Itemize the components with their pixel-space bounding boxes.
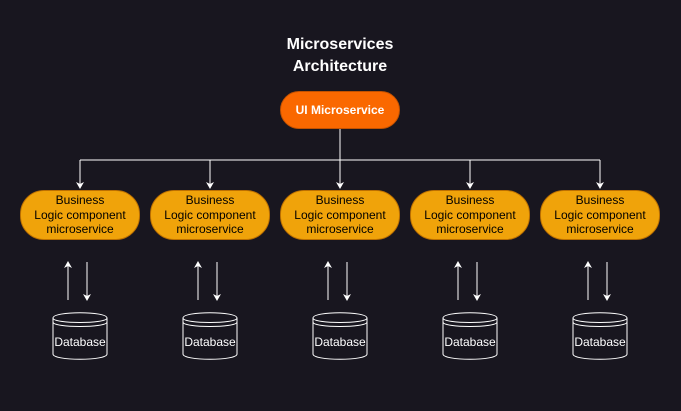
database-cylinder-icon	[182, 312, 238, 360]
database-label: Database	[184, 335, 236, 349]
business-line-2: Logic component	[554, 207, 646, 222]
business-line-3: microservice	[436, 222, 504, 237]
database-label: Database	[444, 335, 496, 349]
ui-microservice-label: UI Microservice	[295, 103, 385, 117]
business-line-1: Business	[575, 193, 625, 208]
database-cylinder-icon	[442, 312, 498, 360]
business-line-3: microservice	[306, 222, 374, 237]
business-line-1: Business	[185, 193, 235, 208]
business-service-5: Business Logic component microservice	[540, 190, 660, 240]
business-line-1: Business	[315, 193, 365, 208]
database-4: Database	[442, 312, 498, 360]
business-service-2: Business Logic component microservice	[150, 190, 270, 240]
database-2: Database	[182, 312, 238, 360]
business-line-3: microservice	[566, 222, 634, 237]
database-label: Database	[54, 335, 106, 349]
database-label: Database	[314, 335, 366, 349]
business-line-3: microservice	[46, 222, 114, 237]
ui-microservice-node: UI Microservice	[280, 91, 400, 129]
business-service-1: Business Logic component microservice	[20, 190, 140, 240]
title-line-2: Architecture	[292, 58, 388, 75]
business-line-3: microservice	[176, 222, 244, 237]
database-1: Database	[52, 312, 108, 360]
business-line-2: Logic component	[294, 207, 386, 222]
database-cylinder-icon	[52, 312, 108, 360]
database-3: Database	[312, 312, 368, 360]
database-cylinder-icon	[312, 312, 368, 360]
business-line-1: Business	[445, 193, 495, 208]
business-service-3: Business Logic component microservice	[280, 190, 400, 240]
database-label: Database	[574, 335, 626, 349]
diagram-title: Microservices Architecture	[240, 34, 440, 78]
business-line-2: Logic component	[34, 207, 126, 222]
database-5: Database	[572, 312, 628, 360]
business-line-2: Logic component	[424, 207, 516, 222]
business-line-1: Business	[55, 193, 105, 208]
business-line-2: Logic component	[164, 207, 256, 222]
title-line-1: Microservices	[286, 36, 394, 53]
database-cylinder-icon	[572, 312, 628, 360]
business-service-4: Business Logic component microservice	[410, 190, 530, 240]
